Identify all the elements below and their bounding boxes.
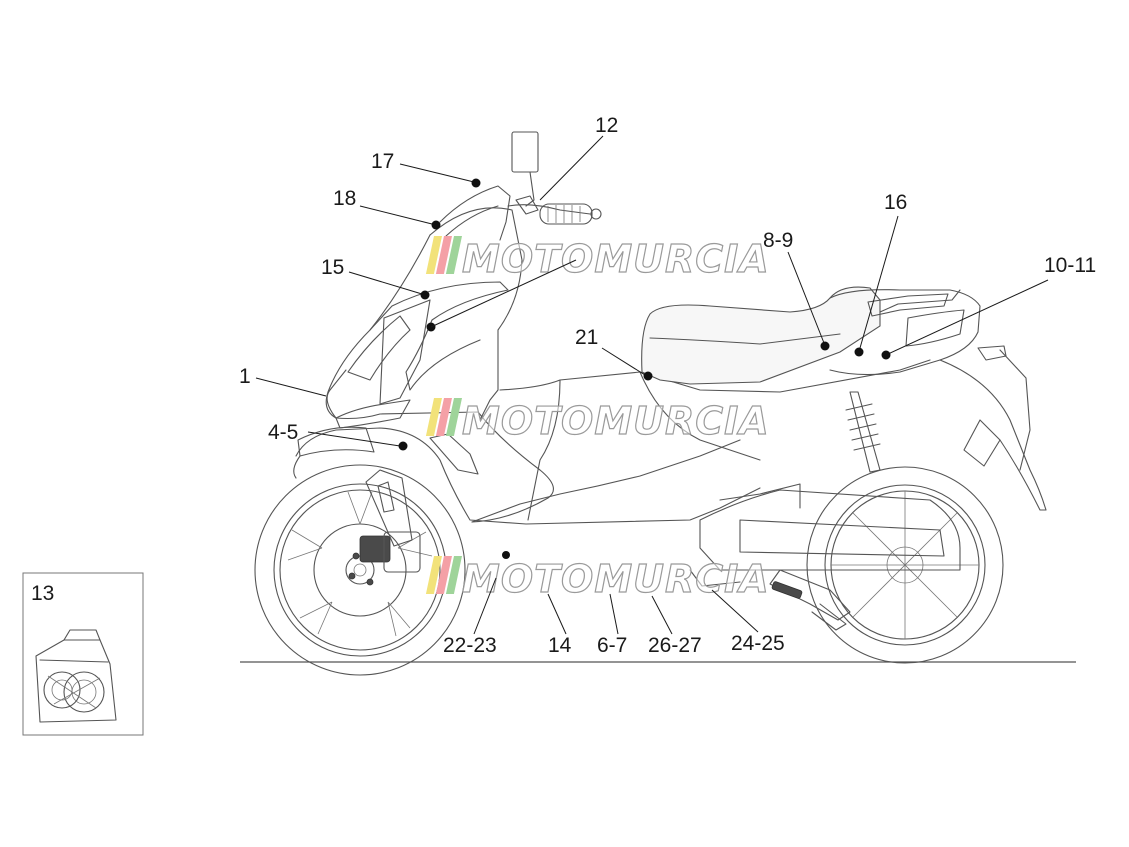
leader-line [547,593,567,635]
watermark-bar-pink [435,556,452,594]
callout-24-25[interactable]: 24-25 [711,589,785,655]
watermark-bar-green [445,556,462,594]
callout-label-16: 16 [884,191,907,214]
callout-15[interactable]: 15 [321,256,577,332]
callout-label-14: 14 [548,634,572,657]
leader-line [473,577,497,635]
callout-17[interactable]: 17 [371,150,481,188]
leader-line [859,215,899,349]
watermark-bar-green [445,236,462,274]
callout-label-17: 17 [371,150,394,173]
callout-label-6-7: 6-7 [597,634,627,657]
leader-line [539,135,604,201]
leader-line [651,595,673,635]
watermark-text: MOTOMURCIA [462,237,770,281]
watermark-bar-yellow [425,236,442,274]
scooter-illustration [22,131,1047,736]
leader-line [359,205,433,225]
callout-1[interactable]: 1 [239,365,327,397]
leader-line [348,271,423,295]
callout-label-26-27: 26-27 [648,634,702,657]
callout-dot [502,551,510,559]
leader-line [399,163,475,183]
watermark-text: MOTOMURCIA [462,399,770,443]
handlebar-and-mirror [439,131,602,241]
body-shell [295,207,1047,631]
callout-label-24-25: 24-25 [731,632,785,655]
leader-line [787,251,825,344]
callout-dot [820,341,830,351]
callout-12[interactable]: 12 [539,114,618,201]
watermark-bar-yellow [425,398,442,436]
watermark-middle: MOTOMURCIA [425,398,770,444]
callout-dot [431,220,441,230]
callout-label-10-11: 10-11 [1044,254,1096,277]
callout-10-11[interactable]: 10-11 [881,254,1097,360]
watermark-bar-yellow [425,556,442,594]
callout-dot [881,350,891,360]
leader-line [307,431,401,447]
callout-dot [398,441,408,451]
callout-label-13: 13 [31,582,54,605]
leader-line [887,279,1049,355]
watermark-top: MOTOMURCIA [425,236,770,282]
callout-label-18: 18 [333,187,356,210]
leader-line-secondary [430,259,577,328]
watermark-bar-pink [435,236,452,274]
rear-wheel [806,466,1004,664]
callout-label-15: 15 [321,256,344,279]
callout-4-5[interactable]: 4-5 [268,421,408,451]
callout-18[interactable]: 18 [333,187,441,230]
callout-21[interactable]: 21 [575,326,653,381]
leader-line [609,593,619,635]
callout-dot [854,347,864,357]
callout-dot [420,290,430,300]
callout-8-9[interactable]: 8-9 [763,229,830,351]
leader-line [255,377,327,397]
callout-label-21: 21 [575,326,598,349]
callout-22-23[interactable]: 22-23 [443,551,510,657]
callout-dot [471,178,481,188]
callout-label-4-5: 4-5 [268,421,298,444]
watermark-bar-green [445,398,462,436]
watermark-bar-pink [435,398,452,436]
callout-dot [643,371,653,381]
leader-line [601,347,646,376]
callout-6-7[interactable]: 6-7 [597,593,627,657]
callouts: 17 12 18 15 1 4-5 [31,114,1096,657]
callout-16[interactable]: 16 [854,191,908,357]
callout-26-27[interactable]: 26-27 [648,595,702,657]
watermark-bottom: MOTOMURCIA [425,556,770,602]
callout-label-22-23: 22-23 [443,634,497,657]
callout-14[interactable]: 14 [547,593,572,657]
front-wheel [254,464,466,676]
callout-label-1: 1 [239,365,251,388]
watermark-text: MOTOMURCIA [462,557,770,601]
callout-label-12: 12 [595,114,618,137]
leader-line [711,589,759,633]
callout-13[interactable]: 13 [31,582,54,605]
item-13-frame [22,572,144,736]
front-fork [293,426,413,547]
callout-label-8-9: 8-9 [763,229,793,252]
